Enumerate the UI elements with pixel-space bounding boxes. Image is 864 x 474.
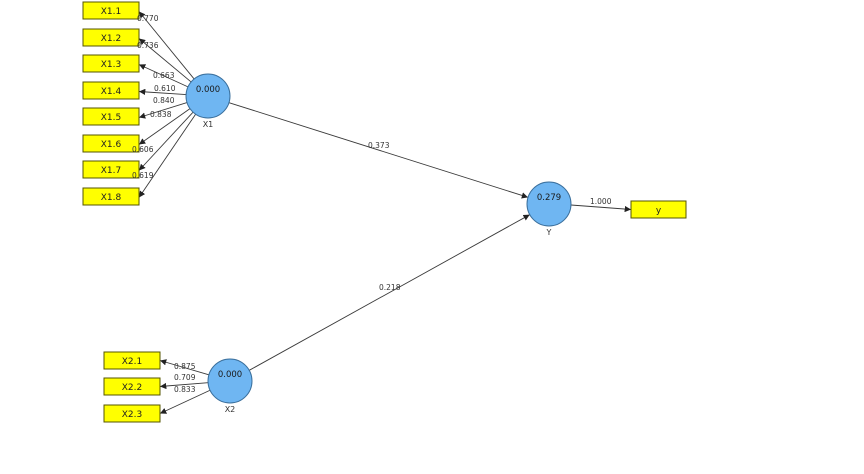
loading-label-x1-2: 0.736: [137, 41, 159, 50]
indicator-label: X1.6: [101, 140, 122, 150]
r-squared-value: 0.000: [218, 370, 242, 380]
loading-label-x1-8: 0.619: [132, 171, 154, 180]
loading-label-x1-7: 0.606: [132, 145, 154, 154]
latent-variable-circle: [526, 181, 572, 227]
indicator-label: X1.7: [101, 166, 121, 176]
indicator-box: [103, 377, 161, 396]
indicator-label: X1.1: [101, 7, 121, 17]
indicator-label: X1.5: [101, 113, 121, 123]
loading-label-x1-1: 0.770: [137, 14, 159, 23]
indicator-label: X2.1: [122, 357, 142, 367]
loading-label-x1-5: 0.840: [153, 96, 175, 105]
latent-variable-circle: [207, 358, 253, 404]
loading-arrow-x2-1: [159, 359, 210, 376]
loading-label-y: 1.000: [590, 197, 612, 206]
loading-arrow-x1-7: [138, 111, 194, 171]
indicator-box: [82, 54, 140, 73]
indicator-label: X1.8: [101, 193, 122, 203]
loading-arrow-y: [570, 204, 632, 213]
indicator-box: [82, 160, 140, 179]
indicator-box: [82, 28, 140, 47]
latent-variable-name: X2: [225, 405, 236, 414]
loading-arrow-x1-4: [138, 88, 187, 96]
path-arrow-x2-to-y: [249, 214, 530, 371]
loading-arrow-x1-1: [138, 11, 195, 80]
indicator-x1-6[interactable]: X1.6: [82, 134, 140, 153]
indicator-label: X1.3: [101, 60, 121, 70]
loading-arrow-x1-8: [138, 113, 197, 198]
path-coefficient-x2-to-y: 0.218: [379, 283, 401, 292]
indicator-x2-3[interactable]: X2.3: [103, 404, 161, 423]
indicator-box: [82, 1, 140, 20]
indicator-label: X1.2: [101, 34, 121, 44]
latent-variable-name: Y: [546, 228, 552, 237]
r-squared-value: 0.000: [196, 85, 220, 95]
loading-label-x1-6: 0.838: [150, 110, 172, 119]
indicator-x1-4[interactable]: X1.4: [82, 81, 140, 100]
indicator-box: [82, 107, 140, 126]
indicator-box: [630, 200, 687, 219]
loading-arrow-x1-6: [138, 108, 191, 145]
indicator-x1-1[interactable]: X1.1: [82, 1, 140, 20]
indicator-box: [103, 404, 161, 423]
indicator-x2-2[interactable]: X2.2: [103, 377, 161, 396]
indicator-y[interactable]: y: [630, 200, 687, 219]
indicator-box: [82, 81, 140, 100]
indicator-label: X2.3: [122, 410, 142, 420]
loading-arrow-x2-2: [159, 382, 209, 390]
loading-arrow-x1-3: [138, 64, 189, 88]
indicator-label: X2.2: [122, 383, 142, 393]
indicator-box: [103, 351, 161, 370]
indicator-x1-8[interactable]: X1.8: [82, 187, 140, 206]
indicator-box: [82, 134, 140, 153]
loading-label-x1-4: 0.610: [154, 84, 176, 93]
latent-variable-name: X1: [203, 120, 214, 129]
indicator-label: y: [656, 206, 662, 216]
indicator-box: [82, 187, 140, 206]
loading-label-x2-3: 0.833: [174, 385, 196, 394]
indicator-x2-1[interactable]: X2.1: [103, 351, 161, 370]
indicator-x1-7[interactable]: X1.7: [82, 160, 140, 179]
latent-variable-circle: [185, 73, 231, 119]
loading-arrow-x2-3: [159, 389, 211, 414]
path-arrow-x1-to-y: [228, 102, 529, 199]
r-squared-value: 0.279: [537, 193, 561, 203]
indicator-x1-5[interactable]: X1.5: [82, 107, 140, 126]
path-coefficient-x1-to-y: 0.373: [368, 141, 390, 150]
loading-label-x2-2: 0.709: [174, 373, 196, 382]
indicator-x1-3[interactable]: X1.3: [82, 54, 140, 73]
loading-arrow-x1-2: [138, 38, 192, 83]
indicator-label: X1.4: [101, 87, 122, 97]
indicator-x1-2[interactable]: X1.2: [82, 28, 140, 47]
loading-label-x2-1: 0.875: [174, 362, 196, 371]
loading-arrow-x1-5: [138, 102, 188, 119]
loading-label-x1-3: 0.663: [153, 71, 175, 80]
